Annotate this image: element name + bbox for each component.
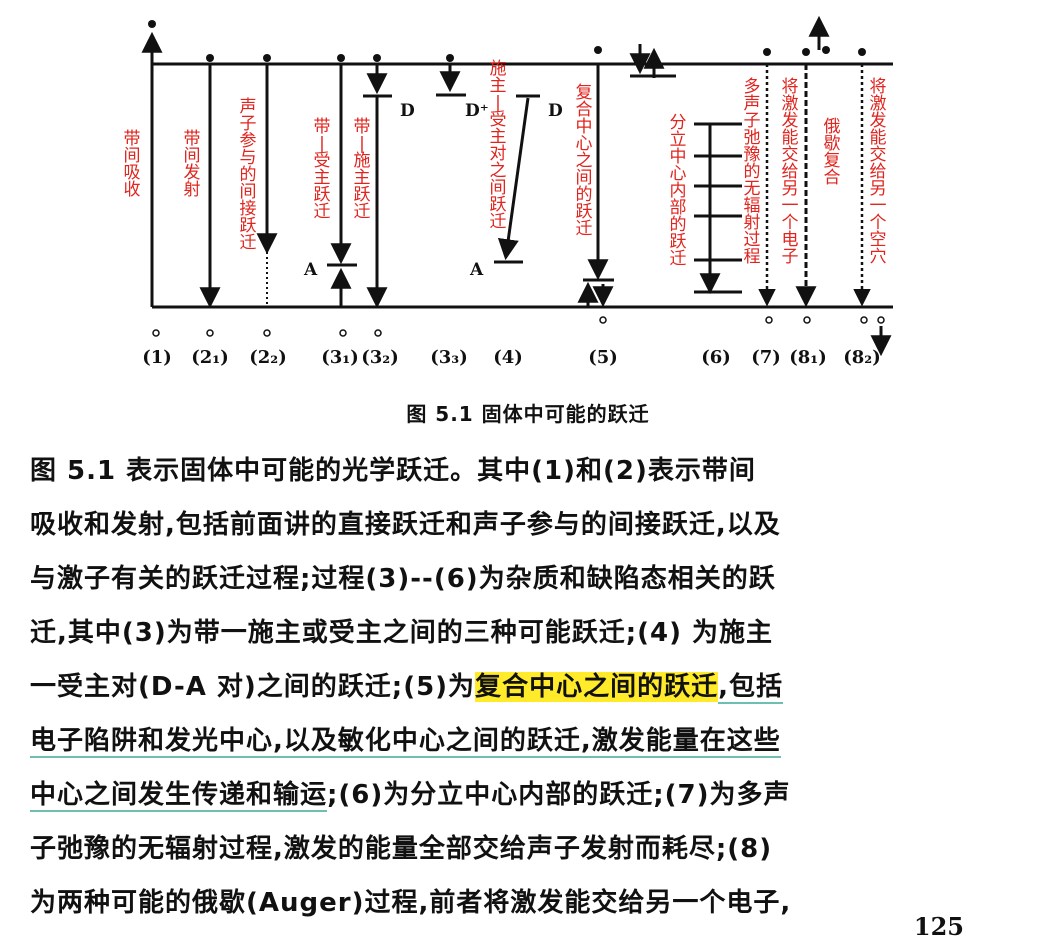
body-paragraph: 图 5.1 表示固体中可能的光学跃迁。其中(1)和(2)表示带间 吸收和发射,包… [30, 444, 1030, 930]
process-5 [577, 44, 676, 324]
transition-diagram: 带间吸收 带间发射 声子参与的间接跃迁 带|受主跃迁 带|施主跃迁 施主|受主对之间跃迁 复… [124, 15, 893, 368]
label-A: A [303, 260, 318, 280]
process-number: (7) [751, 347, 781, 368]
red-label-multiphonon: 多声子弛豫的无辐射过程 [744, 77, 761, 267]
process-number: (8₂) [843, 347, 880, 368]
body-line: 迁,其中(3)为带一施主或受主之间的三种可能跃迁;(4) 为施主 [30, 618, 774, 648]
body-line: 一受主对(D-A 对)之间的跃迁;(5)为复合中心之间的跃迁,包括 [30, 660, 1030, 714]
red-label-auger-hole: 将激发能交给另一个空穴 [870, 77, 887, 267]
body-line: 图 5.1 表示固体中可能的光学跃迁。其中(1)和(2)表示带间 [30, 456, 756, 486]
process-number: (2₁) [191, 347, 228, 368]
process-number: (3₂) [361, 347, 398, 368]
process-4 [494, 94, 540, 264]
red-label-auger-electron: 将激发能交给另一个电子 [782, 77, 799, 267]
red-label-auger: 俄歇复合 [824, 117, 841, 188]
body-text-span: 一受主对(D-A 对)之间的跃迁;(5)为 [30, 672, 476, 702]
process-number: (4) [493, 347, 523, 368]
process-number: (3₁) [321, 347, 358, 368]
body-line: 电子陷阱和发光中心,以及敏化中心之间的跃迁,激发能量在这些 [30, 714, 1030, 768]
process-6 [694, 122, 742, 295]
process-number: (6) [701, 347, 731, 368]
process-number: (2₂) [249, 347, 286, 368]
underlined-text: ,包括 [718, 672, 783, 704]
red-label-recombination-center: 复合中心之间的跃迁 [576, 83, 593, 239]
underlined-text: 中心之间发生传递和输运 [30, 780, 328, 812]
red-label-phonon-indirect: 声子参与的间接跃迁 [240, 97, 257, 253]
process-2-2 [256, 54, 278, 337]
label-A2: A [469, 260, 484, 280]
process-number: (5) [588, 347, 618, 368]
process-2-1 [199, 54, 221, 337]
process-3-1 [327, 54, 357, 337]
highlighted-text: 复合中心之间的跃迁 [475, 672, 719, 702]
process-3-2 [363, 54, 392, 337]
body-line: 中心之间发生传递和输运;(6)为分立中心内部的跃迁;(7)为多声 [30, 768, 1030, 822]
process-number: (3₃) [430, 347, 467, 368]
red-label-band-emission: 带间发射 [184, 129, 201, 200]
figure-caption: 图 5.1 固体中可能的跃迁 [406, 402, 650, 426]
red-label-band-donor: 带|施主跃迁 [354, 117, 371, 222]
red-label-band-absorption: 带间吸收 [124, 129, 141, 200]
process-8-2 [853, 48, 892, 357]
label-D-plus: D⁺ [465, 101, 489, 121]
body-text-span: ;(6)为分立中心内部的跃迁;(7)为多声 [327, 780, 791, 810]
body-line: 子弛豫的无辐射过程,激发的能量全部交给声子发射而耗尽;(8) [30, 834, 773, 864]
underlined-text: 电子陷阱和发光中心,以及敏化中心之间的跃迁,激发能量在这些 [30, 726, 781, 758]
label-D2: D [548, 101, 563, 121]
body-line: 吸收和发射,包括前面讲的直接跃迁和声子参与的间接跃迁,以及 [30, 510, 781, 540]
process-8-1 [795, 15, 830, 324]
red-label-discrete-center: 分立中心内部的跃迁 [670, 113, 687, 269]
process-7 [758, 48, 776, 324]
body-line: 与激子有关的跃迁过程;过程(3)-‐(6)为杂质和缺陷态相关的跃 [30, 564, 776, 594]
process-number: (1) [142, 347, 172, 368]
red-label-donor-acceptor-pair: 施主|受主对之间跃迁 [490, 59, 507, 232]
process-3-3 [436, 54, 466, 97]
red-label-band-acceptor: 带|受主跃迁 [314, 117, 331, 222]
process-1 [141, 20, 163, 337]
process-number: (8₁) [789, 347, 826, 368]
body-line: 为两种可能的俄歇(Auger)过程,前者将激发能交给另一个电子, [30, 888, 792, 918]
page-number: 125 [913, 912, 964, 941]
label-D: D [400, 101, 415, 121]
